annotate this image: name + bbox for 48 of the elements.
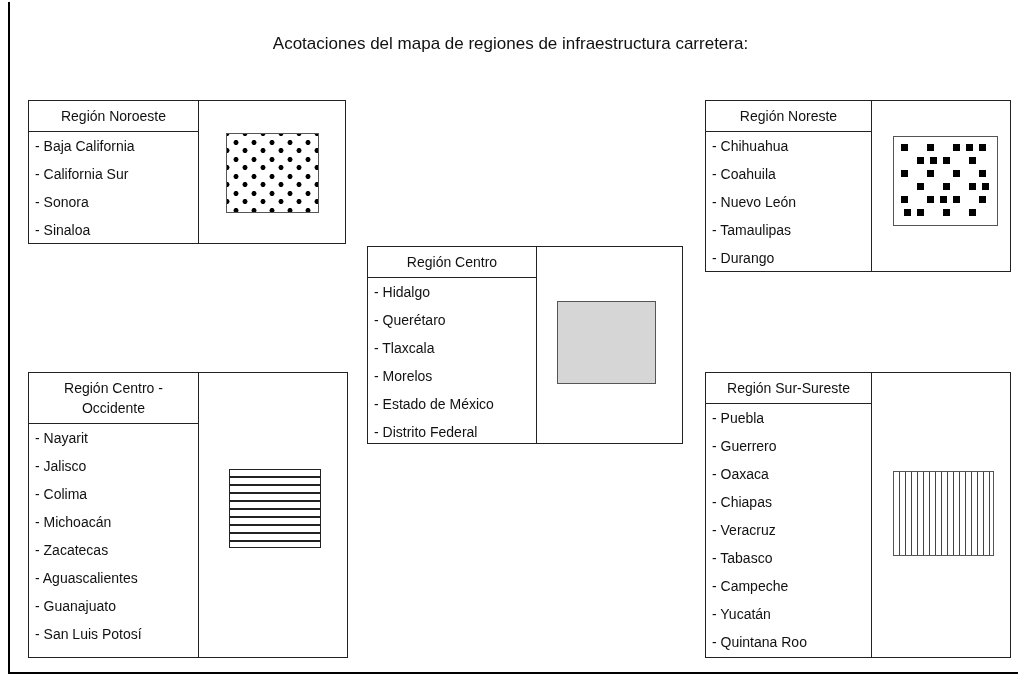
region-legend-panel [28, 100, 346, 244]
region-heading: Región Noroeste [29, 101, 198, 132]
state-list-item: - Durango [711, 249, 776, 268]
state-list-item: - Estado de México [373, 395, 495, 414]
region-legend-panel [367, 246, 683, 444]
state-list-item: - California Sur [34, 165, 130, 184]
state-list-item: - Puebla [711, 409, 766, 428]
state-list-item: - Colima [34, 485, 89, 504]
state-list-item: - Oaxaca [711, 465, 770, 484]
state-list-item: - Sonora [34, 193, 90, 212]
state-list-item: - Nayarit [34, 429, 89, 448]
state-list-item: - Jalisco [34, 457, 88, 476]
pattern-swatch [557, 301, 656, 384]
region-heading: Región Centro - Occidente [29, 373, 198, 424]
state-list-item: - Hidalgo [373, 283, 432, 302]
state-list-item: - Campeche [711, 577, 790, 596]
pattern-swatch [893, 471, 994, 556]
region-heading: Región Noreste [706, 101, 871, 132]
state-list-item: - Morelos [373, 367, 434, 386]
state-list-item: - Distrito Federal [373, 423, 479, 442]
state-list-item: - Nuevo León [711, 193, 798, 212]
state-list-item: - Quintana Roo [711, 633, 808, 652]
state-list-item: - Coahuila [711, 165, 777, 184]
state-list-item: - Querétaro [373, 311, 447, 330]
pattern-swatch [226, 133, 319, 213]
state-list-item: - Chihuahua [711, 137, 790, 156]
state-list-item: - Chiapas [711, 493, 773, 512]
pattern-swatch [893, 136, 998, 226]
region-heading: Región Sur-Sureste [706, 373, 871, 404]
state-list-item: - Aguascalientes [34, 569, 139, 588]
state-list-item: - San Luis Potosí [34, 625, 143, 644]
state-list-item: - Sinaloa [34, 221, 92, 240]
state-list-item: - Yucatán [711, 605, 772, 624]
state-list-item: - Tabasco [711, 549, 774, 568]
state-list-item: - Zacatecas [34, 541, 110, 560]
state-list-item: - Tlaxcala [373, 339, 436, 358]
region-legend-panel [28, 372, 348, 658]
state-list-item: - Guanajuato [34, 597, 117, 616]
region-heading: Región Centro [368, 247, 536, 278]
state-list-item: - Michoacán [34, 513, 113, 532]
state-list-item: - Baja California [34, 137, 136, 156]
state-list-item: - Guerrero [711, 437, 778, 456]
pattern-swatch [229, 469, 321, 548]
state-list-item: - Veracruz [711, 521, 777, 540]
diagram-title: Acotaciones del mapa de regiones de infraestructura carretera: [271, 34, 750, 54]
region-legend-panel [705, 372, 1011, 658]
region-legend-panel [705, 100, 1011, 272]
state-list-item: - Tamaulipas [711, 221, 793, 240]
